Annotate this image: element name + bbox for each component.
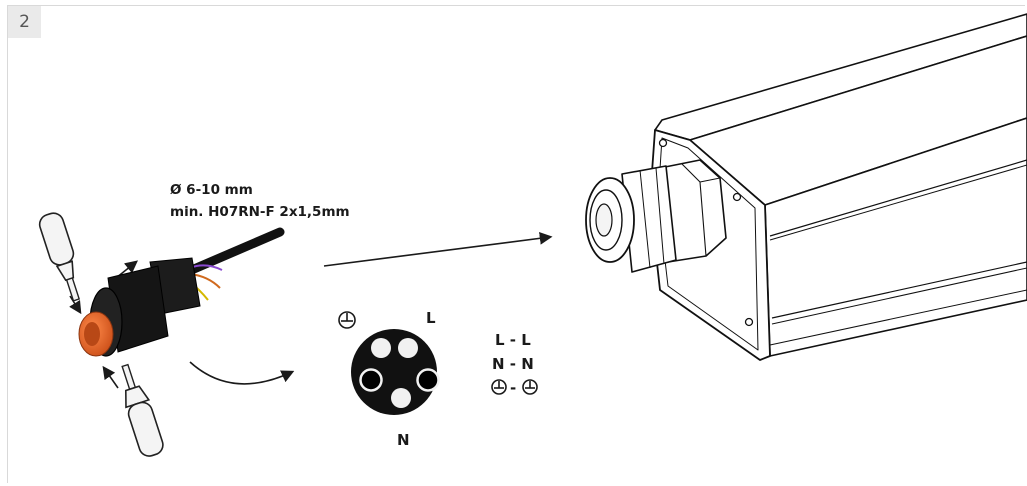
- arrow-icon: [69, 295, 82, 315]
- mapping-earth-separator: -: [510, 379, 516, 397]
- cable-diameter-text: Ø 6-10 mm: [170, 182, 253, 198]
- figure-frame: [7, 5, 1025, 483]
- step-number-badge: 2: [8, 6, 41, 38]
- arrow-icon: [102, 365, 119, 389]
- terminal-label-n: N: [397, 431, 410, 449]
- cable-connector: [78, 227, 285, 357]
- arrow-icon: [323, 231, 553, 267]
- terminal-block: [351, 329, 440, 415]
- earth-ground-icon: [522, 379, 538, 395]
- mapping-line-n: N - N: [492, 355, 534, 373]
- luminaire-housing: [585, 13, 1027, 361]
- terminal-label-l: L: [426, 309, 436, 327]
- earth-ground-icon: [338, 311, 356, 329]
- screwdriver-icon: [121, 363, 164, 457]
- mapping-line-l: L - L: [495, 331, 531, 349]
- earth-ground-icon: [491, 379, 507, 395]
- screwdriver-icon: [38, 212, 81, 302]
- mapping-earth-row: -: [491, 379, 538, 397]
- curved-arrow-icon: [189, 361, 295, 385]
- cable-type-text: min. H07RN-F 2x1,5mm: [170, 204, 350, 220]
